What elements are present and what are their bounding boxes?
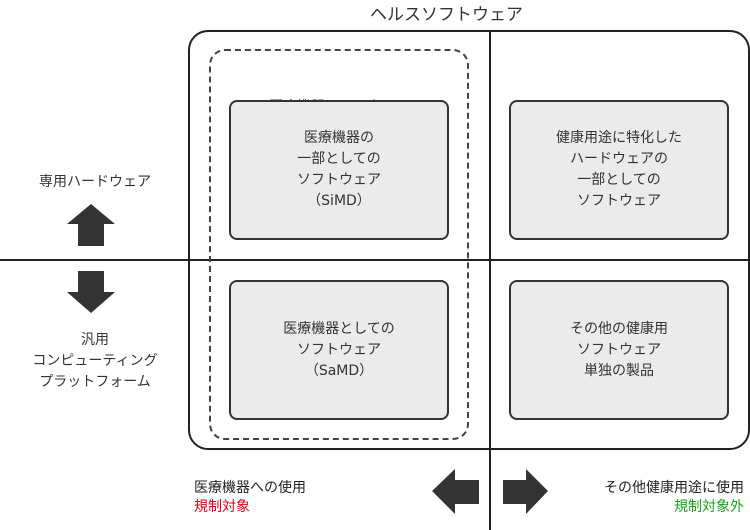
arrow-left-icon (432, 469, 479, 514)
general-platform-label: 汎用 コンピューティング プラットフォーム (32, 332, 158, 390)
other-health-use-label: その他健康用途に使用 (604, 480, 744, 496)
arrow-right-icon (503, 469, 548, 514)
medical-use-label: 医療機器への使用 (194, 480, 306, 496)
arrow-up-icon (67, 204, 115, 246)
quadrant-samd: 医療機器としての ソフトウェア （SaMD） (229, 280, 449, 420)
regulated-label: 規制対象 (194, 499, 250, 515)
quadrant-simd: 医療機器の 一部としての ソフトウェア （SiMD） (229, 100, 449, 240)
medical-device-software-group (209, 49, 469, 440)
dedicated-hardware-label: 専用ハードウェア (39, 174, 151, 190)
horizontal-axis-line (0, 259, 750, 261)
quadrant-other-health-software: その他の健康用 ソフトウェア 単独の製品 (509, 280, 729, 420)
quadrant-health-hardware-software: 健康用途に特化した ハードウェアの 一部としての ソフトウェア (509, 100, 729, 240)
arrow-down-icon (67, 271, 115, 313)
not-regulated-label: 規制対象外 (674, 499, 744, 515)
health-software-frame (188, 30, 750, 450)
diagram-title: ヘルスソフトウェア (370, 5, 523, 25)
vertical-axis-line (489, 30, 491, 530)
